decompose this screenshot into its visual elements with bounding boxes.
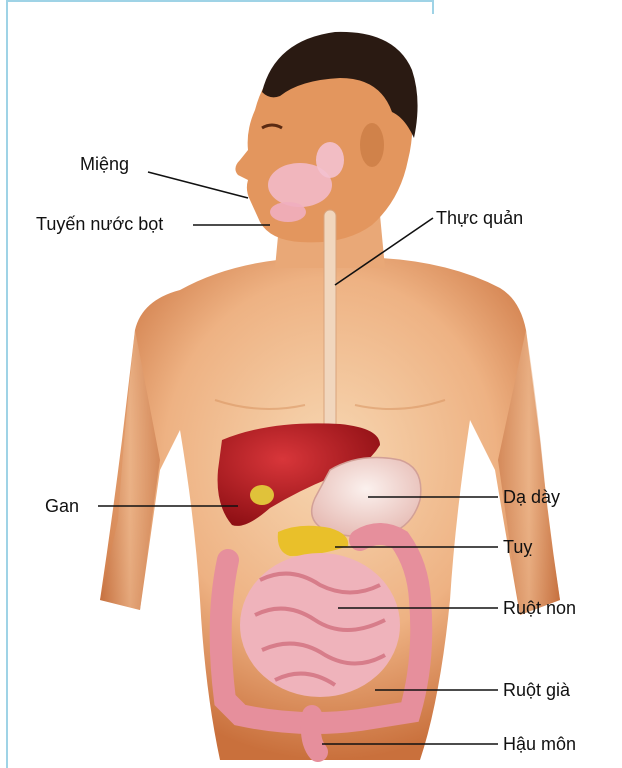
label-stomach: Dạ dày (503, 487, 560, 507)
label-pancreas: Tuỵ (503, 537, 532, 557)
leader-line-mouth (148, 172, 248, 198)
label-liver: Gan (45, 496, 79, 516)
label-salivary-gland: Tuyến nước bọt (36, 214, 163, 234)
label-anus: Hậu môn (503, 734, 576, 754)
label-mouth: Miệng (80, 154, 129, 174)
label-large-intestine: Ruột già (503, 680, 570, 700)
label-esophagus: Thực quản (436, 208, 523, 228)
label-small-intestine: Ruột non (503, 598, 576, 618)
